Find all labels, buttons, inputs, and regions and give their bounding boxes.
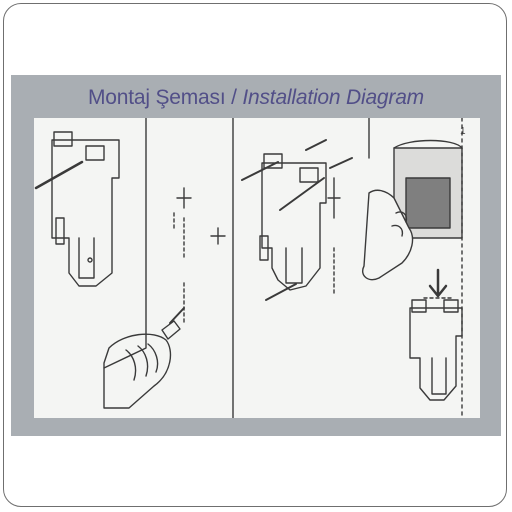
instruction-panel: 1: [34, 118, 480, 418]
bracket-tab: [443, 299, 459, 313]
bracket-tab: [263, 153, 283, 169]
screw: [279, 177, 325, 211]
screw: [265, 283, 297, 301]
step-mark-and-drill: [34, 118, 226, 409]
bracket-clip: [55, 217, 65, 245]
step-mount-dispenser: 1: [362, 118, 466, 418]
bracket-tab: [299, 167, 319, 183]
drill-chuck: [161, 320, 181, 340]
bracket-tab: [85, 145, 105, 161]
bracket-tab: [53, 131, 73, 147]
arrow-down-icon: [428, 268, 448, 298]
drill-bit: [169, 307, 185, 324]
bracket-tab: [411, 299, 427, 313]
step-fix-bracket: [241, 139, 353, 301]
drill-mark: [176, 187, 192, 209]
bracket-slot: [78, 237, 95, 279]
diagram-heading: Montaj Şeması / Installation Diagram: [0, 86, 512, 110]
drill-mark: [210, 227, 226, 245]
drill-mark: [327, 177, 341, 219]
bracket-slot: [285, 247, 303, 284]
power-drill: [103, 333, 172, 409]
bracket-plate: [51, 139, 120, 287]
screw: [305, 139, 327, 151]
dispenser-top: [393, 139, 463, 149]
installation-illustration: 1: [34, 118, 466, 418]
wall-edge: [103, 118, 147, 369]
finger-lines: [391, 211, 408, 237]
dispenser-refill-window: [405, 177, 451, 229]
title-turkish: Montaj Şeması /: [88, 86, 237, 109]
drill-grip-lines: [125, 343, 159, 381]
bracket-plate: [409, 307, 463, 401]
step-number: 1: [460, 126, 466, 137]
pencil: [34, 160, 84, 190]
bracket-slot: [431, 357, 447, 395]
title-english: Installation Diagram: [242, 86, 424, 109]
bracket-plate: [261, 162, 327, 291]
screw-hole: [87, 257, 93, 263]
screw: [329, 157, 353, 169]
screw: [241, 161, 279, 181]
bracket-clip: [259, 235, 269, 261]
